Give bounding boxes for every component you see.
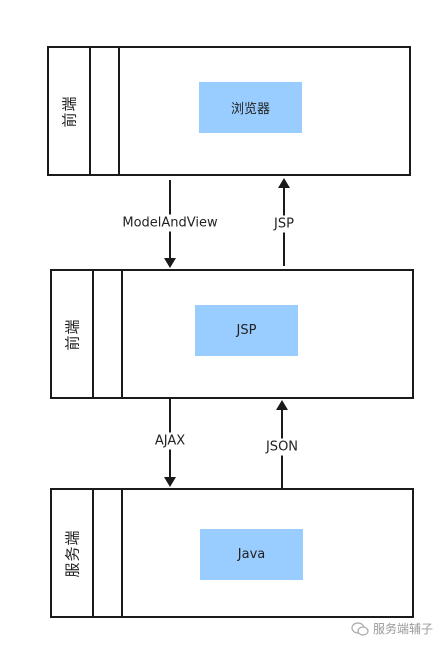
lane-spacer-column [92, 271, 123, 397]
lane-title-column [52, 490, 94, 616]
lane-title-column [49, 48, 91, 174]
jsp-node: JSP [195, 305, 298, 356]
wechat-icon [351, 621, 369, 636]
lane-server-java: 服务端 Java [50, 488, 414, 618]
lane-spacer-column [89, 48, 120, 174]
browser-node: 浏览器 [199, 82, 302, 133]
edge-label-modelandview: ModelAndView [120, 214, 220, 232]
lane-title-column [52, 271, 94, 397]
lane-spacer-column [92, 490, 123, 616]
watermark: 服务端辅子 [351, 620, 433, 637]
lane-frontend-jsp: 前端 JSP [50, 269, 414, 399]
edge-label-json: JSON [263, 438, 301, 456]
watermark-text: 服务端辅子 [372, 622, 433, 636]
lane-frontend-browser: 前端 浏览器 [47, 46, 411, 176]
java-node: Java [200, 529, 303, 580]
edge-label-ajax: AJAX [152, 432, 188, 450]
edge-label-jsp: JSP [272, 215, 296, 233]
